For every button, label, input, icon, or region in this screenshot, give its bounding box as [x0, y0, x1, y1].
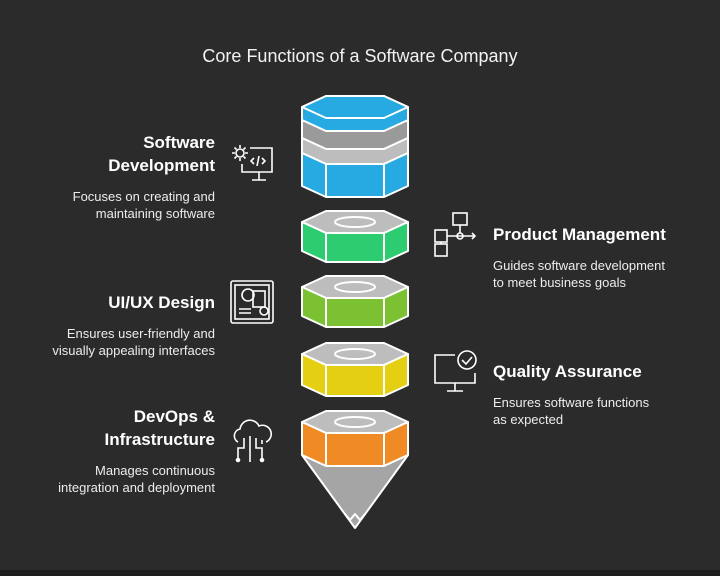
uiux-design-block: UI/UX Design Ensures user-friendly and v… [20, 291, 215, 359]
monitor-check-icon [434, 350, 477, 392]
quality-assurance-block: Quality Assurance Ensures software funct… [493, 360, 703, 428]
layer-product-management [301, 210, 409, 263]
software-development-block: Software Development Focuses on creating… [20, 131, 215, 222]
layer-uiux-design [301, 275, 409, 328]
diagram-title: Core Functions of a Software Company [202, 46, 518, 66]
design-layout-icon [230, 280, 274, 324]
software-development-title: Software Development [108, 133, 215, 175]
quality-assurance-title: Quality Assurance [493, 362, 642, 381]
layer-quality-assurance [301, 342, 409, 397]
bottom-border [0, 570, 720, 576]
uiux-design-title: UI/UX Design [108, 293, 215, 312]
cloud-network-icon [233, 419, 272, 463]
uiux-design-description: Ensures user-friendly and visually appea… [52, 326, 215, 358]
devops-block: DevOps & Infrastructure Manages continuo… [20, 405, 215, 496]
quality-assurance-description: Ensures software functions as expected [493, 395, 650, 427]
devops-title: DevOps & Infrastructure [104, 407, 215, 449]
product-management-description: Guides software development to meet busi… [493, 258, 665, 290]
software-development-description: Focuses on creating and maintaining soft… [72, 189, 215, 221]
gear-code-monitor-icon [232, 145, 273, 181]
layer-software-development [301, 95, 409, 198]
product-management-title: Product Management [493, 225, 666, 244]
product-management-block: Product Management Guides software devel… [493, 223, 703, 291]
workflow-icon [434, 212, 477, 257]
devops-description: Manages continuous integration and deplo… [58, 463, 215, 495]
layer-devops-infrastructure [301, 410, 409, 529]
